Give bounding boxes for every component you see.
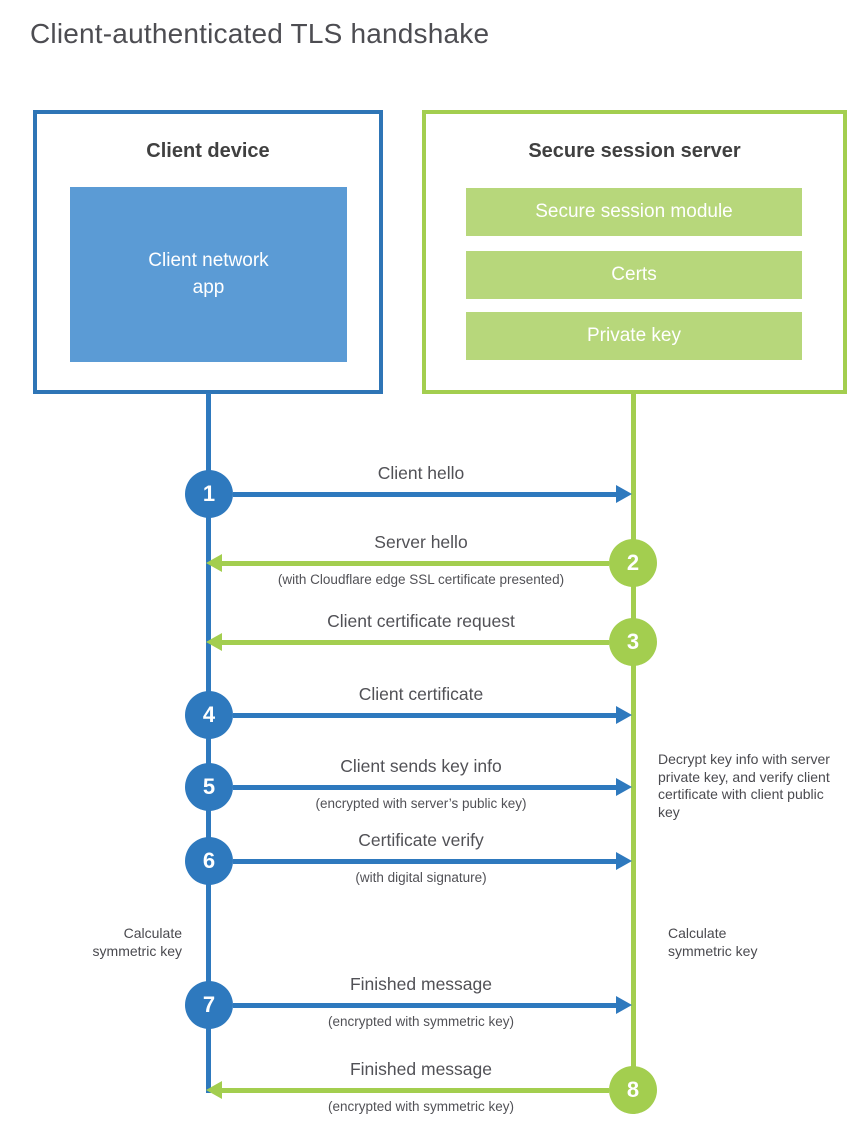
client-network-app-label: Client network app bbox=[148, 250, 269, 298]
step-label: Client certificate request bbox=[327, 611, 515, 631]
step-label: Client certificate bbox=[358, 684, 484, 704]
step-number-badge: 4 bbox=[185, 691, 233, 739]
arrow-shaft bbox=[233, 713, 616, 718]
secure-session-server-box: Secure session server Secure session mod… bbox=[422, 110, 847, 394]
page-title: Client-authenticated TLS handshake bbox=[30, 18, 490, 49]
step-number-badge: 3 bbox=[609, 618, 657, 666]
arrowhead-left-icon bbox=[206, 1081, 222, 1099]
arrow-shaft bbox=[233, 859, 616, 864]
arrow-shaft bbox=[222, 640, 609, 645]
arrow-shaft bbox=[233, 492, 616, 497]
arrowhead-right-icon bbox=[616, 706, 632, 724]
step-sublabel: (encrypted with symmetric key) bbox=[327, 1099, 515, 1114]
calculate-symmetric-key-note-client: Calculate symmetric key bbox=[92, 925, 182, 959]
step-sublabel: (with digital signature) bbox=[355, 870, 487, 885]
step-sublabel: (with Cloudflare edge SSL certificate pr… bbox=[277, 572, 565, 587]
arrow-shaft bbox=[233, 785, 616, 790]
step-sublabel: (encrypted with symmetric key) bbox=[327, 1014, 515, 1029]
arrow-shaft bbox=[222, 561, 609, 566]
arrowhead-right-icon bbox=[616, 485, 632, 503]
arrowhead-right-icon bbox=[616, 778, 632, 796]
server-lifeline bbox=[631, 393, 636, 1090]
server-title: Secure session server bbox=[528, 140, 741, 162]
arrow-shaft bbox=[222, 1088, 609, 1093]
decrypt-key-note: Decrypt key info with server private key… bbox=[658, 751, 830, 820]
calculate-symmetric-key-note-server: Calculate symmetric key bbox=[668, 925, 758, 959]
arrow-shaft bbox=[233, 1003, 616, 1008]
step-sublabel: (encrypted with server’s public key) bbox=[315, 796, 527, 811]
step-label: Certificate verify bbox=[358, 830, 484, 850]
client-device-title: Client device bbox=[146, 140, 270, 162]
arrowhead-left-icon bbox=[206, 554, 222, 572]
step-label: Client sends key info bbox=[340, 756, 502, 776]
step-label: Client hello bbox=[377, 463, 465, 483]
step-label: Server hello bbox=[374, 532, 468, 552]
arrowhead-right-icon bbox=[616, 996, 632, 1014]
arrowhead-left-icon bbox=[206, 633, 222, 651]
client-device-box: Client device Client network app bbox=[33, 110, 383, 394]
secure-session-module-bar: Secure session module bbox=[466, 188, 802, 236]
step-label: Finished message bbox=[349, 974, 493, 994]
step-number-badge: 8 bbox=[609, 1066, 657, 1114]
step-number-badge: 6 bbox=[185, 837, 233, 885]
private-key-bar: Private key bbox=[466, 312, 802, 360]
step-number-badge: 2 bbox=[609, 539, 657, 587]
step-number-badge: 5 bbox=[185, 763, 233, 811]
certs-bar: Certs bbox=[466, 251, 802, 299]
step-number-badge: 1 bbox=[185, 470, 233, 518]
client-lifeline bbox=[206, 393, 211, 1093]
client-network-app-box: Client network app bbox=[70, 187, 347, 362]
step-label: Finished message bbox=[349, 1059, 493, 1079]
arrowhead-right-icon bbox=[616, 852, 632, 870]
step-number-badge: 7 bbox=[185, 981, 233, 1029]
